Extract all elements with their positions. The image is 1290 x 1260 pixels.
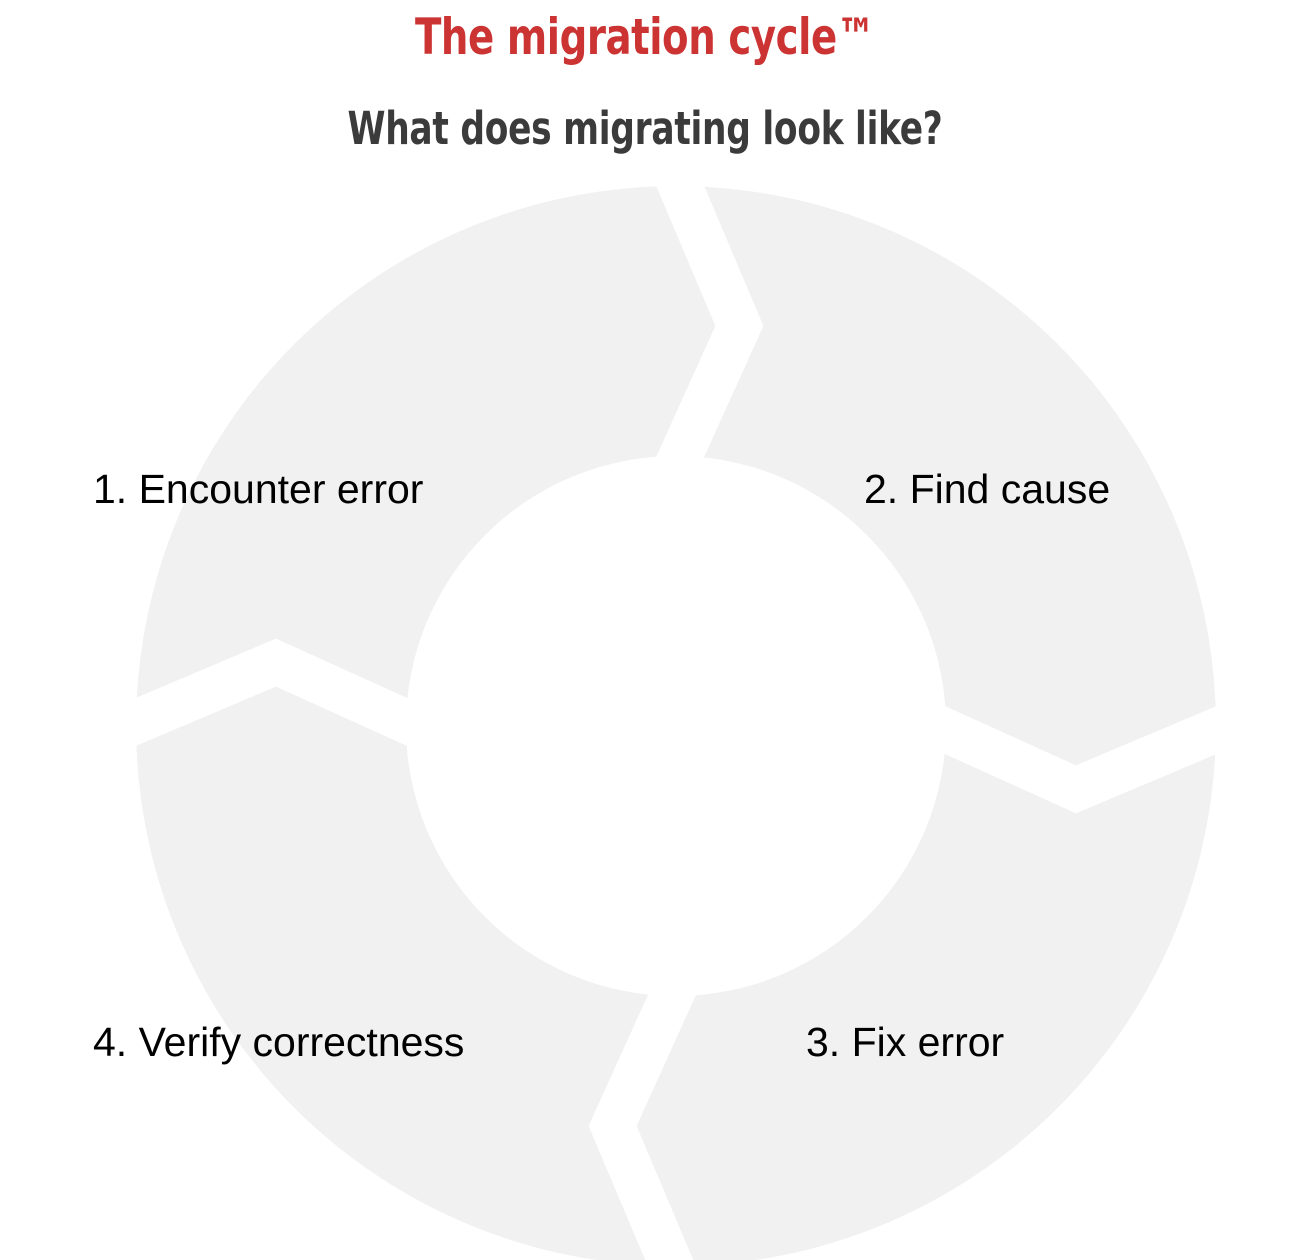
cycle-arrow-gap-left xyxy=(126,638,416,750)
heading-block: The migration cycle™ What does migrating… xyxy=(0,0,1290,151)
cycle-arrow-gap-right xyxy=(936,702,1226,814)
cycle-arrow-gap-top xyxy=(652,176,764,466)
page-title: The migration cycle™ xyxy=(414,8,876,66)
cycle-arrow-gap-bottom xyxy=(588,986,700,1260)
cycle-ring xyxy=(136,186,1216,1260)
cycle-step-label-1: 1. Encounter error xyxy=(93,466,424,512)
page-subtitle: What does migrating look like? xyxy=(347,102,943,155)
cycle-step-label-2: 2. Find cause xyxy=(864,466,1111,512)
cycle-step-label-4: 4. Verify correctness xyxy=(93,1019,465,1065)
cycle-step-label-3: 3. Fix error xyxy=(806,1019,1005,1065)
